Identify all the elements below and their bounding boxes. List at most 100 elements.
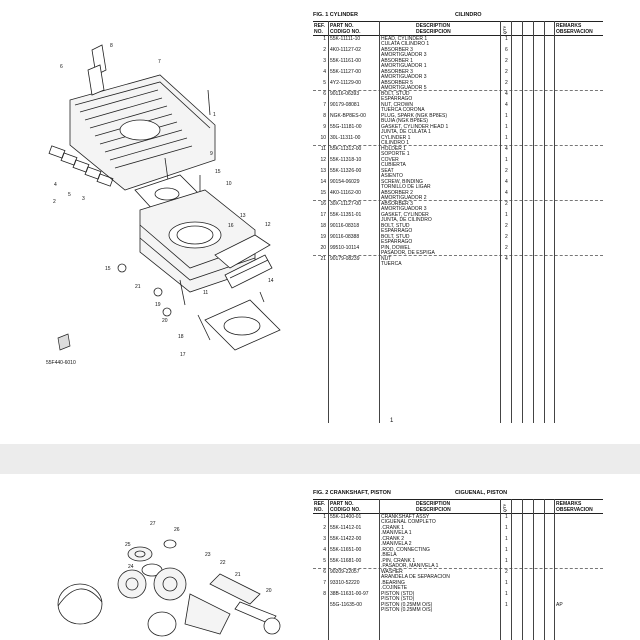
row-ref-no: 14	[320, 179, 326, 185]
row-ref-no: 6	[323, 569, 326, 575]
row-quantity: 1	[505, 547, 508, 553]
row-description-es: .BIELA	[381, 552, 397, 558]
header-rem-1: REMARKS	[556, 23, 582, 29]
row-part-no: 90116-06393	[330, 91, 360, 97]
row-description-en: BOLT, STUD	[381, 234, 410, 240]
row-description-es: TORNILLO DE LIGAR	[381, 184, 431, 190]
callout-17: 17	[180, 352, 186, 358]
callout-19: 19	[155, 302, 161, 308]
row-quantity: 1	[505, 558, 508, 564]
figure-title: FIG. 1 CYLINDER CILINDRO	[313, 12, 603, 21]
row-part-no: 99510-10114	[330, 245, 360, 251]
row-quantity: 1	[505, 124, 508, 130]
callout-21-p2: 21	[235, 572, 241, 578]
page-number: 1	[390, 418, 394, 424]
callout-5: 5	[68, 192, 71, 198]
row-part-no: 55K-11412-01	[330, 525, 362, 531]
figure-title-en: FIG. 2 CRANKSHAFT, PISTON	[313, 490, 391, 496]
header-desc-1: DESCRIPTION	[416, 501, 451, 507]
row-part-no: 55K-11400-01	[330, 514, 362, 520]
callout-24: 24	[128, 564, 134, 570]
row-description-es: SOPORTE 1	[381, 151, 410, 157]
row-ref-no: 4	[323, 69, 326, 75]
row-part-no: 90116-08388	[330, 234, 360, 240]
row-description-es: AMORTIGUADOR 2	[381, 195, 427, 201]
row-description-es: CIGUENAL COMPLETO	[381, 519, 436, 525]
row-ref-no: 20	[320, 245, 326, 251]
row-part-no: 55G-11181-00	[330, 124, 362, 130]
callout-12: 12	[265, 222, 271, 228]
row-description-en: ABSORBER 3	[381, 201, 413, 207]
book-icon	[57, 333, 71, 351]
row-quantity: 4	[505, 256, 508, 262]
callout-16: 16	[228, 223, 234, 229]
row-description-en: ABSORBER 1	[381, 58, 413, 64]
row-part-no: 4K0-11162-00	[330, 190, 361, 196]
row-part-no: 55K-11681-00	[330, 558, 362, 564]
row-part-no: 90116-08318	[330, 223, 360, 229]
row-ref-no: 8	[323, 591, 326, 597]
row-ref-no: 6	[323, 91, 326, 97]
row-ref-no: 3	[323, 58, 326, 64]
row-ref-no: 10	[320, 135, 326, 141]
header-qty: Q'TY	[503, 503, 507, 512]
row-description-en: BOLT, STUD	[381, 223, 410, 229]
row-description-en: SCREW, BINDING	[381, 179, 423, 185]
row-part-no: 90154-06029	[330, 179, 360, 185]
row-description-es: ESPARRAGO	[381, 239, 413, 245]
row-ref-no: 16	[320, 201, 326, 207]
callout-4: 4	[54, 182, 57, 188]
row-part-no: 55K-11326-00	[330, 168, 362, 174]
row-quantity: 2	[505, 569, 508, 575]
row-description-en: PIN, DOWEL	[381, 245, 411, 251]
header-pn-2: CODIGO NO.	[330, 29, 361, 35]
row-description-en: ABSORBER 3	[381, 69, 413, 75]
row-quantity: 2	[505, 58, 508, 64]
row-ref-no: 1	[323, 514, 326, 520]
crankshaft-piston-diagram: 27 26 25 24 23 22 21 20	[57, 521, 281, 637]
figure-title-en: FIG. 1 CYLINDER	[313, 12, 358, 18]
row-quantity: 1	[505, 113, 508, 119]
row-quantity: 2	[505, 245, 508, 251]
row-description-en: ABSORBER 5	[381, 80, 413, 86]
header-ref-1: REF.	[314, 501, 325, 507]
row-part-no: 90179-08239	[330, 256, 360, 262]
header-pn-1: PART NO.	[330, 501, 354, 507]
callout-18: 18	[178, 334, 184, 340]
row-part-no: NGK-BP8ES-00	[330, 113, 366, 119]
callout-25: 25	[125, 542, 131, 548]
row-quantity: 1	[505, 514, 508, 520]
header-rem-2: OBSERVACION	[556, 29, 593, 35]
callout-1: 1	[213, 112, 216, 118]
row-quantity: 1	[505, 536, 508, 542]
header-rem-1: REMARKS	[556, 501, 582, 507]
row-quantity: 1	[505, 591, 508, 597]
row-part-no: 30L-11311-00	[330, 135, 361, 141]
row-part-no: 4Y2-11129-00	[330, 80, 361, 86]
row-description-es: AMORTIGUADOR 3	[381, 74, 427, 80]
row-description-es: ASIENTO	[381, 173, 403, 179]
row-description-en: CRANKSHAFT ASSY	[381, 514, 430, 520]
row-description-es: JUNTA, DE CULATA 1	[381, 129, 431, 135]
row-quantity: 4	[505, 102, 508, 108]
callout-26: 26	[174, 527, 180, 533]
row-description-en: PISTON (STD)	[381, 591, 415, 597]
row-description-es: CILINDRO 1	[381, 140, 410, 146]
row-description-en: .CRANK 2	[381, 536, 405, 542]
row-description-en: COVER	[381, 157, 399, 163]
row-description-es: .PASADOR, MANIVELA 1	[381, 563, 439, 569]
header-qty: Q'TY	[503, 25, 507, 34]
